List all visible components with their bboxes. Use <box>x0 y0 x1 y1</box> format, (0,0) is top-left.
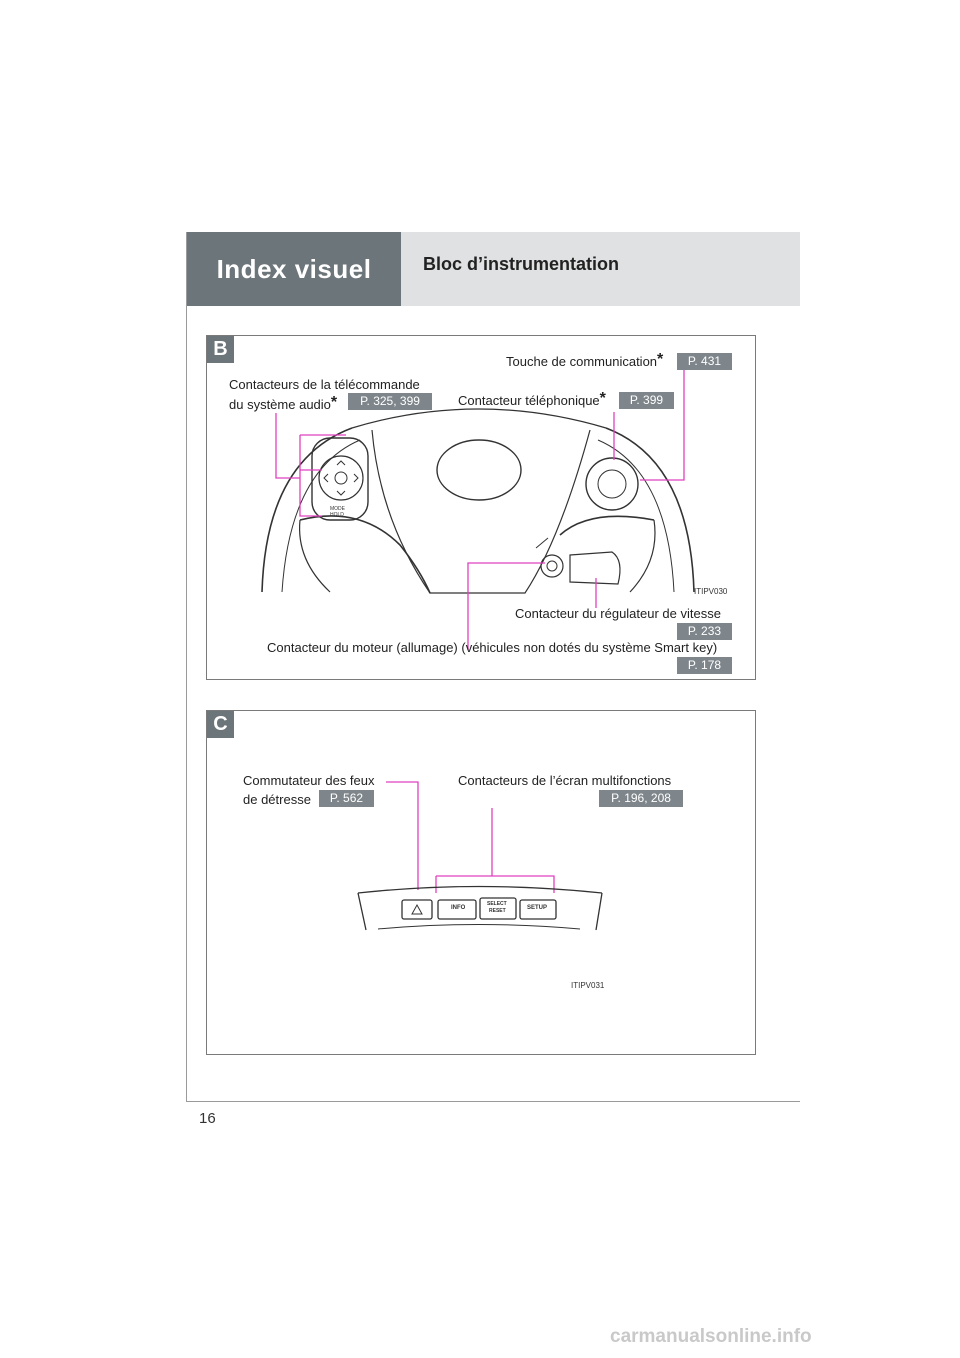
panel-c <box>206 710 756 1055</box>
section-subtitle: Bloc d’instrumentation <box>423 254 620 274</box>
panel-c-letter: C <box>207 711 234 738</box>
header-light-block <box>401 232 800 306</box>
engine-page-ref: P. 178 <box>677 657 732 674</box>
audio-page-ref: P. 325, 399 <box>348 393 432 410</box>
communication-page-ref: P. 431 <box>677 353 732 370</box>
audio-switch-label: Contacteurs de la télécommande <box>229 377 420 392</box>
hazard-switch-label: Commutateur des feux <box>243 773 375 788</box>
audio-switch-label-line2: du système audio* <box>229 394 338 413</box>
setup-button-label: SETUP <box>527 905 548 911</box>
phone-switch-label: Contacteur téléphonique* <box>458 390 606 409</box>
image-code-c: ITIPV031 <box>571 981 605 990</box>
panel-b-letter: B <box>207 336 234 363</box>
multi-display-page-ref: P. 196, 208 <box>599 790 683 807</box>
page-number: 16 <box>199 1110 216 1127</box>
page-frame-left <box>186 232 187 1102</box>
section-title: Index visuel <box>216 254 372 284</box>
info-button-label: INFO <box>451 905 466 911</box>
footnote-star: * <box>657 351 664 368</box>
watermark: carmanualsonline.info <box>610 1326 812 1347</box>
mode-label: MODE <box>330 506 345 512</box>
hazard-switch-label-line2: de détresse <box>243 792 311 807</box>
communication-button-label: Touche de communication* <box>506 351 664 370</box>
phone-page-ref: P. 399 <box>619 392 674 409</box>
cruise-page-ref: P. 233 <box>677 623 732 640</box>
footnote-star: * <box>599 390 606 407</box>
hazard-page-ref: P. 562 <box>319 790 374 807</box>
cruise-control-label: Contacteur du régulateur de vitesse <box>515 606 721 621</box>
header-dark-block <box>187 232 401 306</box>
reset-button-label: RESET <box>489 908 506 914</box>
engine-switch-label: Contacteur du moteur (allumage) (véhicul… <box>267 640 718 655</box>
footnote-star: * <box>330 394 338 411</box>
multi-display-switches-label: Contacteurs de l’écran multifonctions <box>458 773 672 788</box>
page-frame-bottom <box>186 1101 800 1102</box>
image-code-b: ITIPV030 <box>694 587 728 596</box>
hold-label: HOLD <box>330 512 344 518</box>
select-button-label: SELECT <box>487 901 507 907</box>
